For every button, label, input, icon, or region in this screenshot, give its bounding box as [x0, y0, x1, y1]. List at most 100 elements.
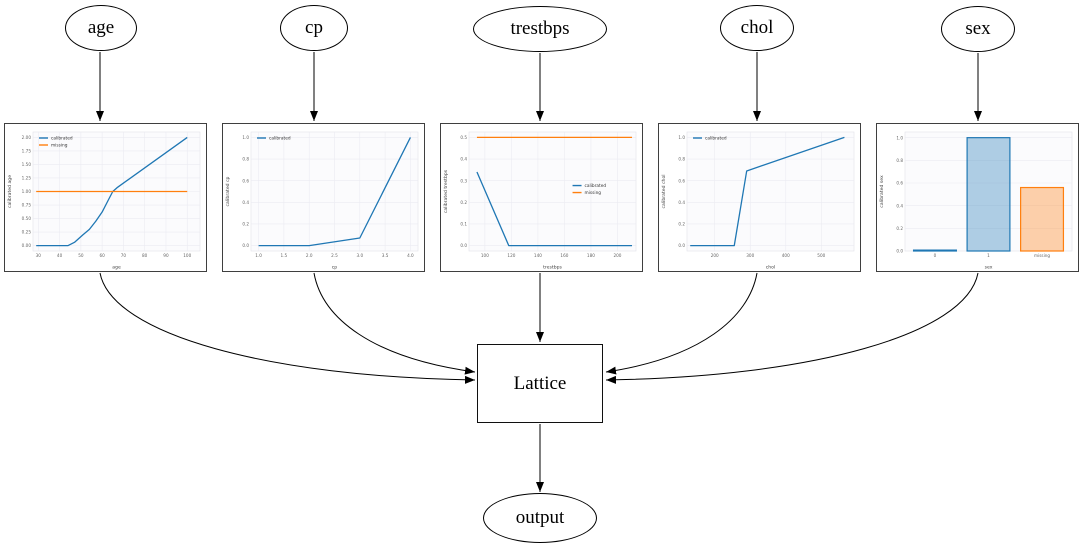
x-tick-label: missing — [1034, 253, 1050, 258]
x-tick-label: 180 — [587, 253, 595, 258]
node-cp-label: cp — [305, 17, 323, 38]
y-tick-label: 0.75 — [22, 203, 32, 208]
y-tick-label: 0.1 — [460, 222, 467, 227]
node-trestbps-label: trestbps — [510, 18, 570, 39]
x-tick-label: 200 — [613, 253, 621, 258]
y-tick-label: 1.00 — [22, 189, 32, 194]
y-tick-label: 0.8 — [678, 157, 685, 162]
node-age: age — [65, 5, 137, 51]
x-tick-label: 3.5 — [382, 253, 389, 258]
y-tick-label: 0.0 — [242, 243, 249, 248]
x-tick-label: 200 — [711, 253, 719, 258]
bar-0 — [912, 249, 957, 252]
y-axis-label: calibrated sex — [879, 175, 885, 208]
edge-age-chart-to-lattice — [99, 272, 476, 384]
x-tick-label: 70 — [121, 253, 127, 258]
x-tick-label: 120 — [507, 253, 515, 258]
node-sex-label: sex — [965, 18, 991, 39]
y-tick-label: 0.2 — [460, 200, 467, 205]
x-axis-label: chol — [766, 265, 776, 271]
x-tick-label: 80 — [142, 253, 148, 258]
x-tick-label: 3.0 — [356, 253, 363, 258]
x-tick-label: 0 — [934, 253, 937, 258]
x-tick-label: 1.5 — [281, 253, 288, 258]
y-axis-label: calibrated trestbps — [443, 169, 449, 213]
series-line-calibrated — [258, 137, 411, 247]
bar-1 — [966, 137, 1011, 252]
legend-label-missing: missing — [51, 143, 68, 149]
series-line-calibrated — [690, 136, 845, 247]
x-tick-label: 2.0 — [306, 253, 313, 258]
x-axis-label: sex — [985, 266, 993, 271]
x-tick-label: 30 — [36, 253, 42, 258]
legend-label-calibrated: calibrated — [269, 136, 291, 142]
y-tick-label: 0.4 — [896, 203, 903, 208]
node-chol: chol — [720, 5, 794, 51]
node-age-label: age — [87, 17, 115, 38]
y-tick-label: 1.0 — [678, 135, 685, 140]
series-line-calibrated — [476, 171, 633, 247]
legend-label-missing: missing — [585, 190, 602, 196]
y-tick-label: 0.4 — [460, 157, 467, 162]
node-output: output — [483, 493, 597, 543]
y-tick-label: 0.0 — [678, 243, 685, 248]
y-tick-label: 0.6 — [896, 181, 903, 186]
edge-sex-chart-to-lattice — [605, 272, 979, 384]
plot-area — [904, 131, 1073, 252]
x-axis-label: age — [112, 266, 121, 271]
x-tick-label: 500 — [817, 253, 825, 258]
edge-cp-chart-to-lattice — [313, 272, 476, 375]
series-line-calibrated — [36, 136, 188, 247]
x-tick-label: 1 — [987, 253, 990, 258]
y-tick-label: 1.0 — [242, 135, 249, 140]
y-axis-label: calibrated age — [7, 175, 13, 208]
y-axis-label: calibrated chol — [661, 174, 667, 208]
legend-label-calibrated: calibrated — [585, 183, 607, 189]
y-tick-label: 1.50 — [22, 162, 32, 167]
x-axis-label: cp — [332, 266, 338, 271]
node-trestbps: trestbps — [473, 6, 607, 52]
bar-missing — [1020, 186, 1065, 252]
plot-area — [686, 131, 855, 252]
y-tick-label: 0.4 — [242, 200, 249, 205]
x-tick-label: 40 — [57, 253, 63, 258]
x-tick-label: 60 — [99, 253, 105, 258]
y-tick-label: 0.0 — [460, 243, 467, 248]
x-tick-label: 90 — [163, 253, 169, 258]
node-cp: cp — [280, 5, 348, 51]
node-lattice: Lattice — [477, 344, 603, 423]
y-tick-label: 0.00 — [22, 243, 32, 248]
y-tick-label: 0.6 — [678, 178, 685, 183]
x-tick-label: 2.5 — [331, 253, 338, 258]
y-tick-label: 0.50 — [22, 216, 32, 221]
y-tick-label: 0.25 — [22, 230, 32, 235]
legend-label-calibrated: calibrated — [705, 136, 727, 142]
y-tick-label: 0.8 — [242, 157, 249, 162]
x-tick-label: 140 — [534, 253, 542, 258]
x-tick-label: 160 — [560, 253, 568, 258]
y-tick-label: 0.3 — [460, 178, 467, 183]
y-tick-label: 0.6 — [242, 178, 249, 183]
y-tick-label: 0.2 — [678, 222, 685, 227]
y-tick-label: 0.0 — [896, 249, 903, 254]
legend-label-calibrated: calibrated — [51, 136, 73, 142]
x-tick-label: 300 — [746, 253, 754, 258]
y-tick-label: 1.25 — [22, 176, 32, 181]
y-tick-label: 0.4 — [678, 200, 685, 205]
y-tick-label: 0.2 — [242, 222, 249, 227]
y-tick-label: 0.8 — [896, 158, 903, 163]
node-output-label: output — [515, 507, 565, 528]
node-chol-label: chol — [740, 17, 774, 38]
y-tick-label: 0.5 — [460, 135, 467, 140]
